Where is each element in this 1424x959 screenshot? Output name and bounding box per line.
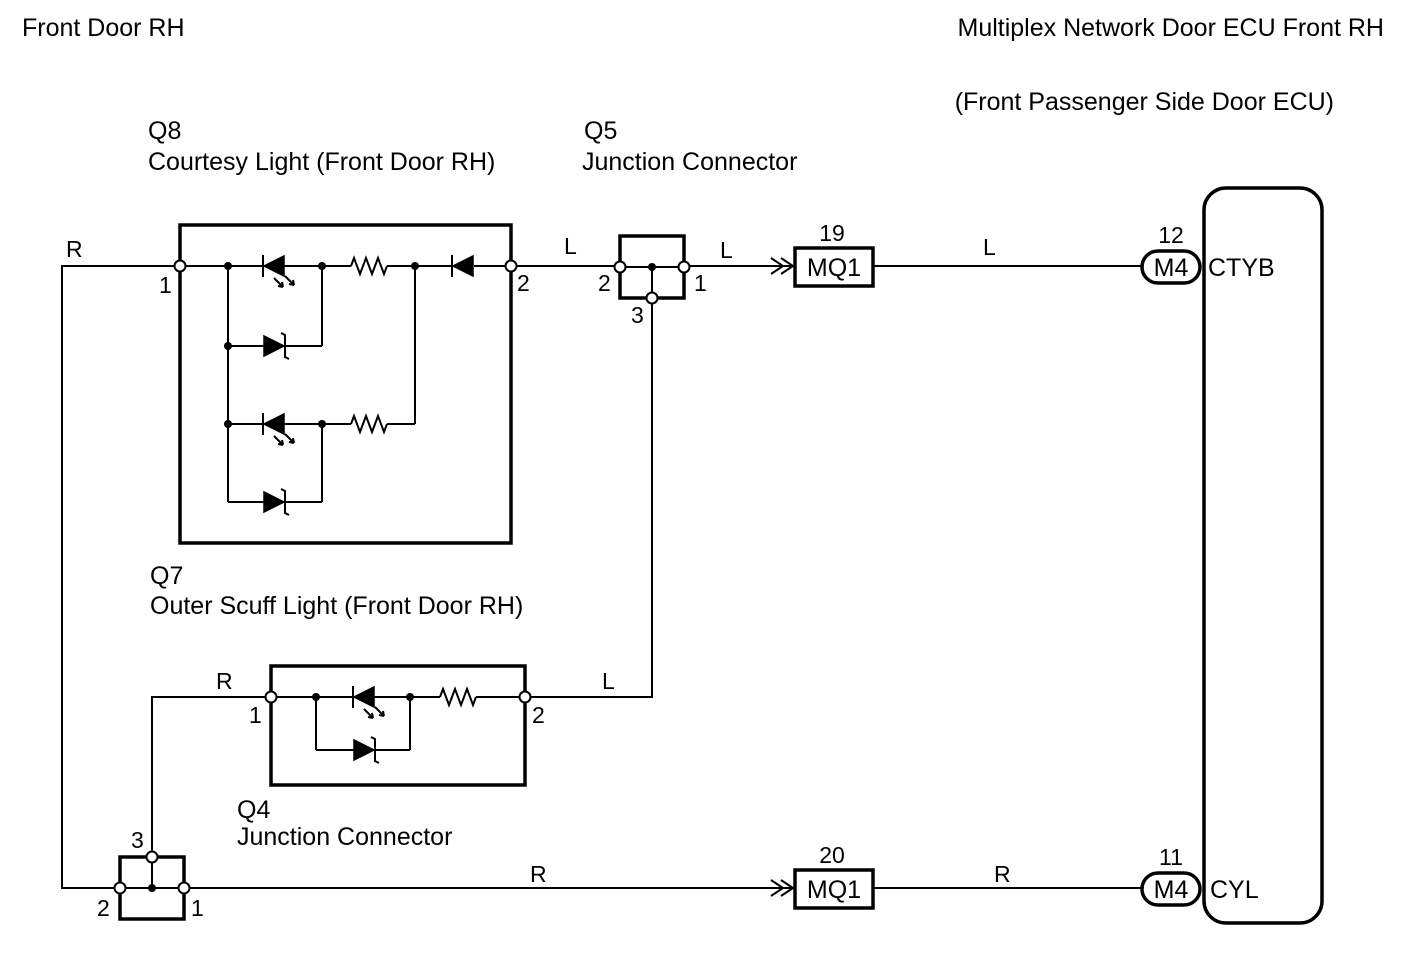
wire-label-r-left: R — [66, 236, 83, 262]
heading-door-ecu: Multiplex Network Door ECU Front RH — [958, 14, 1385, 42]
q4-pin-2: 2 — [97, 895, 110, 921]
q4-code: Q4 — [237, 796, 270, 824]
q7-pin-1: 1 — [249, 702, 262, 728]
q7-pin-2: 2 — [532, 702, 545, 728]
q5-junction-connector — [618, 234, 686, 300]
m4-bottom-pin: 11 — [1159, 844, 1183, 870]
q8-courtesy-light — [178, 223, 513, 545]
q5-name: Junction Connector — [582, 148, 797, 176]
m4-connector-top: M4 12 — [1140, 222, 1202, 285]
m4-top-label: M4 — [1154, 254, 1189, 282]
wire-label-r-q4-mq1: R — [530, 861, 547, 887]
mq1-connector-top: MQ1 19 — [793, 220, 875, 288]
m4-bottom-label: M4 — [1154, 876, 1189, 904]
wire-label-r-q4-q7: R — [216, 668, 233, 694]
wire-label-l-q8-q5: L — [564, 233, 577, 259]
q8-code: Q8 — [148, 117, 181, 145]
terminals — [113, 259, 691, 895]
mq1-top-label: MQ1 — [807, 254, 861, 282]
q4-junction-connector — [118, 855, 186, 921]
wire-label-r-mq1-m4: R — [994, 861, 1011, 887]
q8-name: Courtesy Light (Front Door RH) — [148, 148, 495, 176]
door-ecu-box — [1202, 186, 1324, 925]
wire-label-l-mq1-m4: L — [983, 234, 996, 260]
q7-name: Outer Scuff Light (Front Door RH) — [150, 592, 523, 620]
q7-outer-scuff-light — [269, 664, 527, 787]
mq1-bottom-label: MQ1 — [807, 876, 861, 904]
ecu-signal-ctyb: CTYB — [1208, 254, 1275, 282]
q7-code: Q7 — [150, 562, 183, 590]
mq1-top-pin: 19 — [819, 220, 845, 246]
q5-pin-3: 3 — [631, 302, 644, 328]
q4-name: Junction Connector — [237, 823, 452, 851]
mq1-bottom-pin: 20 — [819, 842, 845, 868]
wire-label-l-q5-mq1: L — [720, 237, 733, 263]
q4-pin-1: 1 — [191, 895, 204, 921]
q8-pin-2: 2 — [517, 270, 530, 296]
m4-top-pin: 12 — [1158, 222, 1184, 248]
q8-pin-1: 1 — [159, 272, 172, 298]
ecu-signal-cyl: CYL — [1210, 876, 1259, 904]
q4-pin-3: 3 — [131, 827, 144, 853]
heading-door-ecu-sub: (Front Passenger Side Door ECU) — [955, 88, 1334, 116]
m4-connector-bottom: M4 11 — [1140, 844, 1202, 907]
wire-label-l-q7-q5: L — [602, 668, 615, 694]
q5-pin-2: 2 — [598, 270, 611, 296]
mq1-connector-bottom: MQ1 20 — [793, 842, 875, 910]
q5-pin-1: 1 — [694, 270, 707, 296]
q5-code: Q5 — [584, 117, 617, 145]
wires — [61, 257, 1142, 897]
heading-front-door: Front Door RH — [22, 14, 185, 42]
